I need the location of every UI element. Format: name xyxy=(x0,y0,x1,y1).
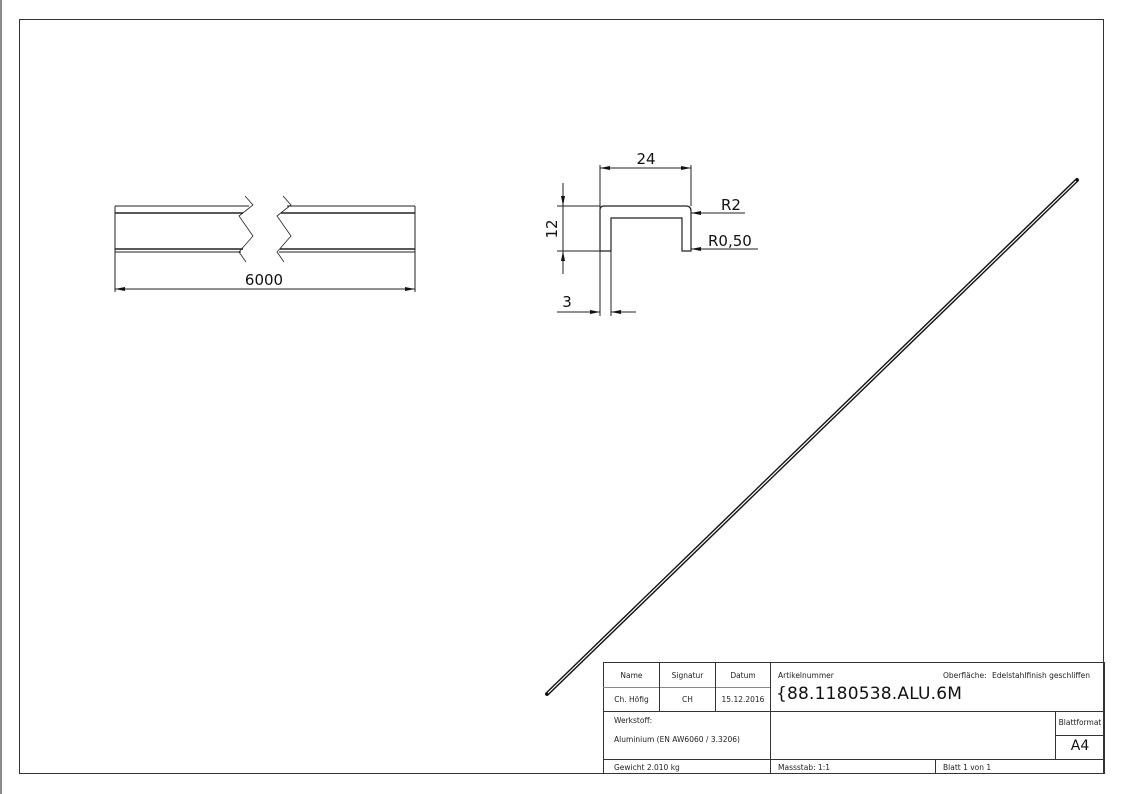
section-view xyxy=(557,165,758,316)
header-signature: Signatur xyxy=(671,671,704,680)
value-article-number: {88.1180538.ALU.6M xyxy=(776,684,963,704)
title-block-grid xyxy=(603,662,1105,774)
width-dimension: 24 xyxy=(636,150,655,168)
length-dimension: 6000 xyxy=(245,271,283,289)
height-dimension: 12 xyxy=(543,219,561,238)
header-name: Name xyxy=(620,671,643,680)
value-sheet-format: A4 xyxy=(1070,738,1090,754)
value-material: Aluminium (EN AW6060 / 3.3206) xyxy=(614,735,740,744)
page-edge xyxy=(0,0,2,794)
value-weight: Gewicht 2.010 kg xyxy=(614,763,680,772)
header-surface: Oberfläche: xyxy=(943,671,987,680)
value-scale: Massstab: 1:1 xyxy=(778,763,831,772)
value-name: Ch. Höfig xyxy=(614,695,649,704)
thickness-dimension: 3 xyxy=(562,293,572,311)
header-article-number: Artikelnummer xyxy=(778,671,834,680)
inner-radius-label: R0,50 xyxy=(708,232,752,250)
isometric-view xyxy=(545,178,1079,696)
value-signature: CH xyxy=(682,695,693,704)
value-sheet: Blatt 1 von 1 xyxy=(943,763,992,772)
side-view xyxy=(114,195,416,292)
value-date: 15.12.2016 xyxy=(721,695,765,704)
drawing-frame xyxy=(19,19,1104,774)
value-surface: Edelstahlfinish geschliffen xyxy=(992,671,1090,680)
outer-radius-label: R2 xyxy=(721,196,741,214)
header-sheet-format: Blattformat xyxy=(1058,718,1102,727)
header-date: Datum xyxy=(730,671,756,680)
header-material: Werkstoff: xyxy=(614,716,653,725)
